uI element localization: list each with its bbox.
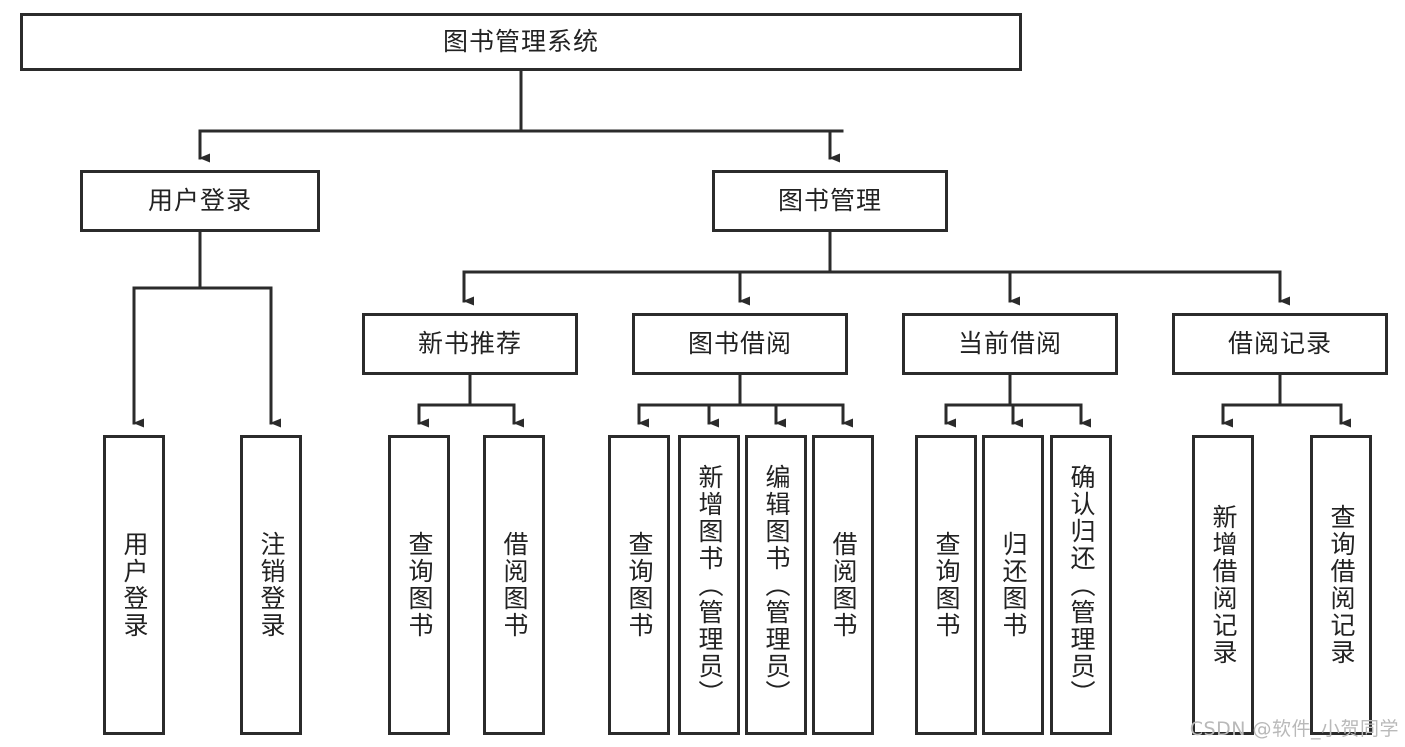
node-new-book-recommend-label: 新书推荐 bbox=[417, 328, 522, 358]
node-user-login-label: 用户登录 bbox=[147, 185, 252, 215]
leaf-user-login[interactable]: 用户登录 bbox=[103, 435, 165, 735]
leaf-add-book[interactable]: 新增图书（管理员） bbox=[678, 435, 740, 735]
node-root[interactable]: 图书管理系统 bbox=[20, 13, 1022, 71]
leaf-edit-book[interactable]: 编辑图书（管理员） bbox=[745, 435, 807, 735]
node-book-manage[interactable]: 图书管理 bbox=[712, 170, 948, 232]
leaf-add-book-label: 新增图书（管理员） bbox=[695, 463, 724, 707]
leaf-query-book-2[interactable]: 查询图书 bbox=[608, 435, 670, 735]
leaf-edit-book-label: 编辑图书（管理员） bbox=[762, 463, 791, 707]
node-book-manage-label: 图书管理 bbox=[777, 185, 882, 215]
leaf-query-record-label: 查询借阅记录 bbox=[1327, 504, 1356, 666]
leaf-borrow-book-1[interactable]: 借阅图书 bbox=[483, 435, 545, 735]
leaf-return-book-label: 归还图书 bbox=[999, 531, 1028, 639]
leaf-logout-label: 注销登录 bbox=[257, 531, 286, 639]
node-current-borrow-label: 当前借阅 bbox=[957, 328, 1062, 358]
node-current-borrow[interactable]: 当前借阅 bbox=[902, 313, 1118, 375]
leaf-query-book-3-label: 查询图书 bbox=[932, 531, 961, 639]
leaf-return-book[interactable]: 归还图书 bbox=[982, 435, 1044, 735]
leaf-logout[interactable]: 注销登录 bbox=[240, 435, 302, 735]
leaf-query-book-1[interactable]: 查询图书 bbox=[388, 435, 450, 735]
leaf-borrow-book-2[interactable]: 借阅图书 bbox=[812, 435, 874, 735]
leaf-query-book-2-label: 查询图书 bbox=[625, 531, 654, 639]
leaf-confirm-return[interactable]: 确认归还（管理员） bbox=[1050, 435, 1112, 735]
leaf-borrow-book-1-label: 借阅图书 bbox=[500, 531, 529, 639]
node-borrow-record[interactable]: 借阅记录 bbox=[1172, 313, 1388, 375]
node-user-login[interactable]: 用户登录 bbox=[80, 170, 320, 232]
leaf-query-book-3[interactable]: 查询图书 bbox=[915, 435, 977, 735]
leaf-confirm-return-label: 确认归还（管理员） bbox=[1067, 463, 1096, 707]
leaf-borrow-book-2-label: 借阅图书 bbox=[829, 531, 858, 639]
leaf-add-record-label: 新增借阅记录 bbox=[1209, 504, 1238, 666]
node-new-book-recommend[interactable]: 新书推荐 bbox=[362, 313, 578, 375]
leaf-user-login-label: 用户登录 bbox=[120, 531, 149, 639]
node-book-borrow-label: 图书借阅 bbox=[687, 328, 792, 358]
node-borrow-record-label: 借阅记录 bbox=[1227, 328, 1332, 358]
leaf-query-record[interactable]: 查询借阅记录 bbox=[1310, 435, 1372, 735]
csdn-watermark: CSDN @软件_小贺同学 bbox=[1189, 718, 1399, 740]
node-book-borrow[interactable]: 图书借阅 bbox=[632, 313, 848, 375]
node-root-label: 图书管理系统 bbox=[442, 26, 599, 56]
leaf-query-book-1-label: 查询图书 bbox=[405, 531, 434, 639]
leaf-add-record[interactable]: 新增借阅记录 bbox=[1192, 435, 1254, 735]
